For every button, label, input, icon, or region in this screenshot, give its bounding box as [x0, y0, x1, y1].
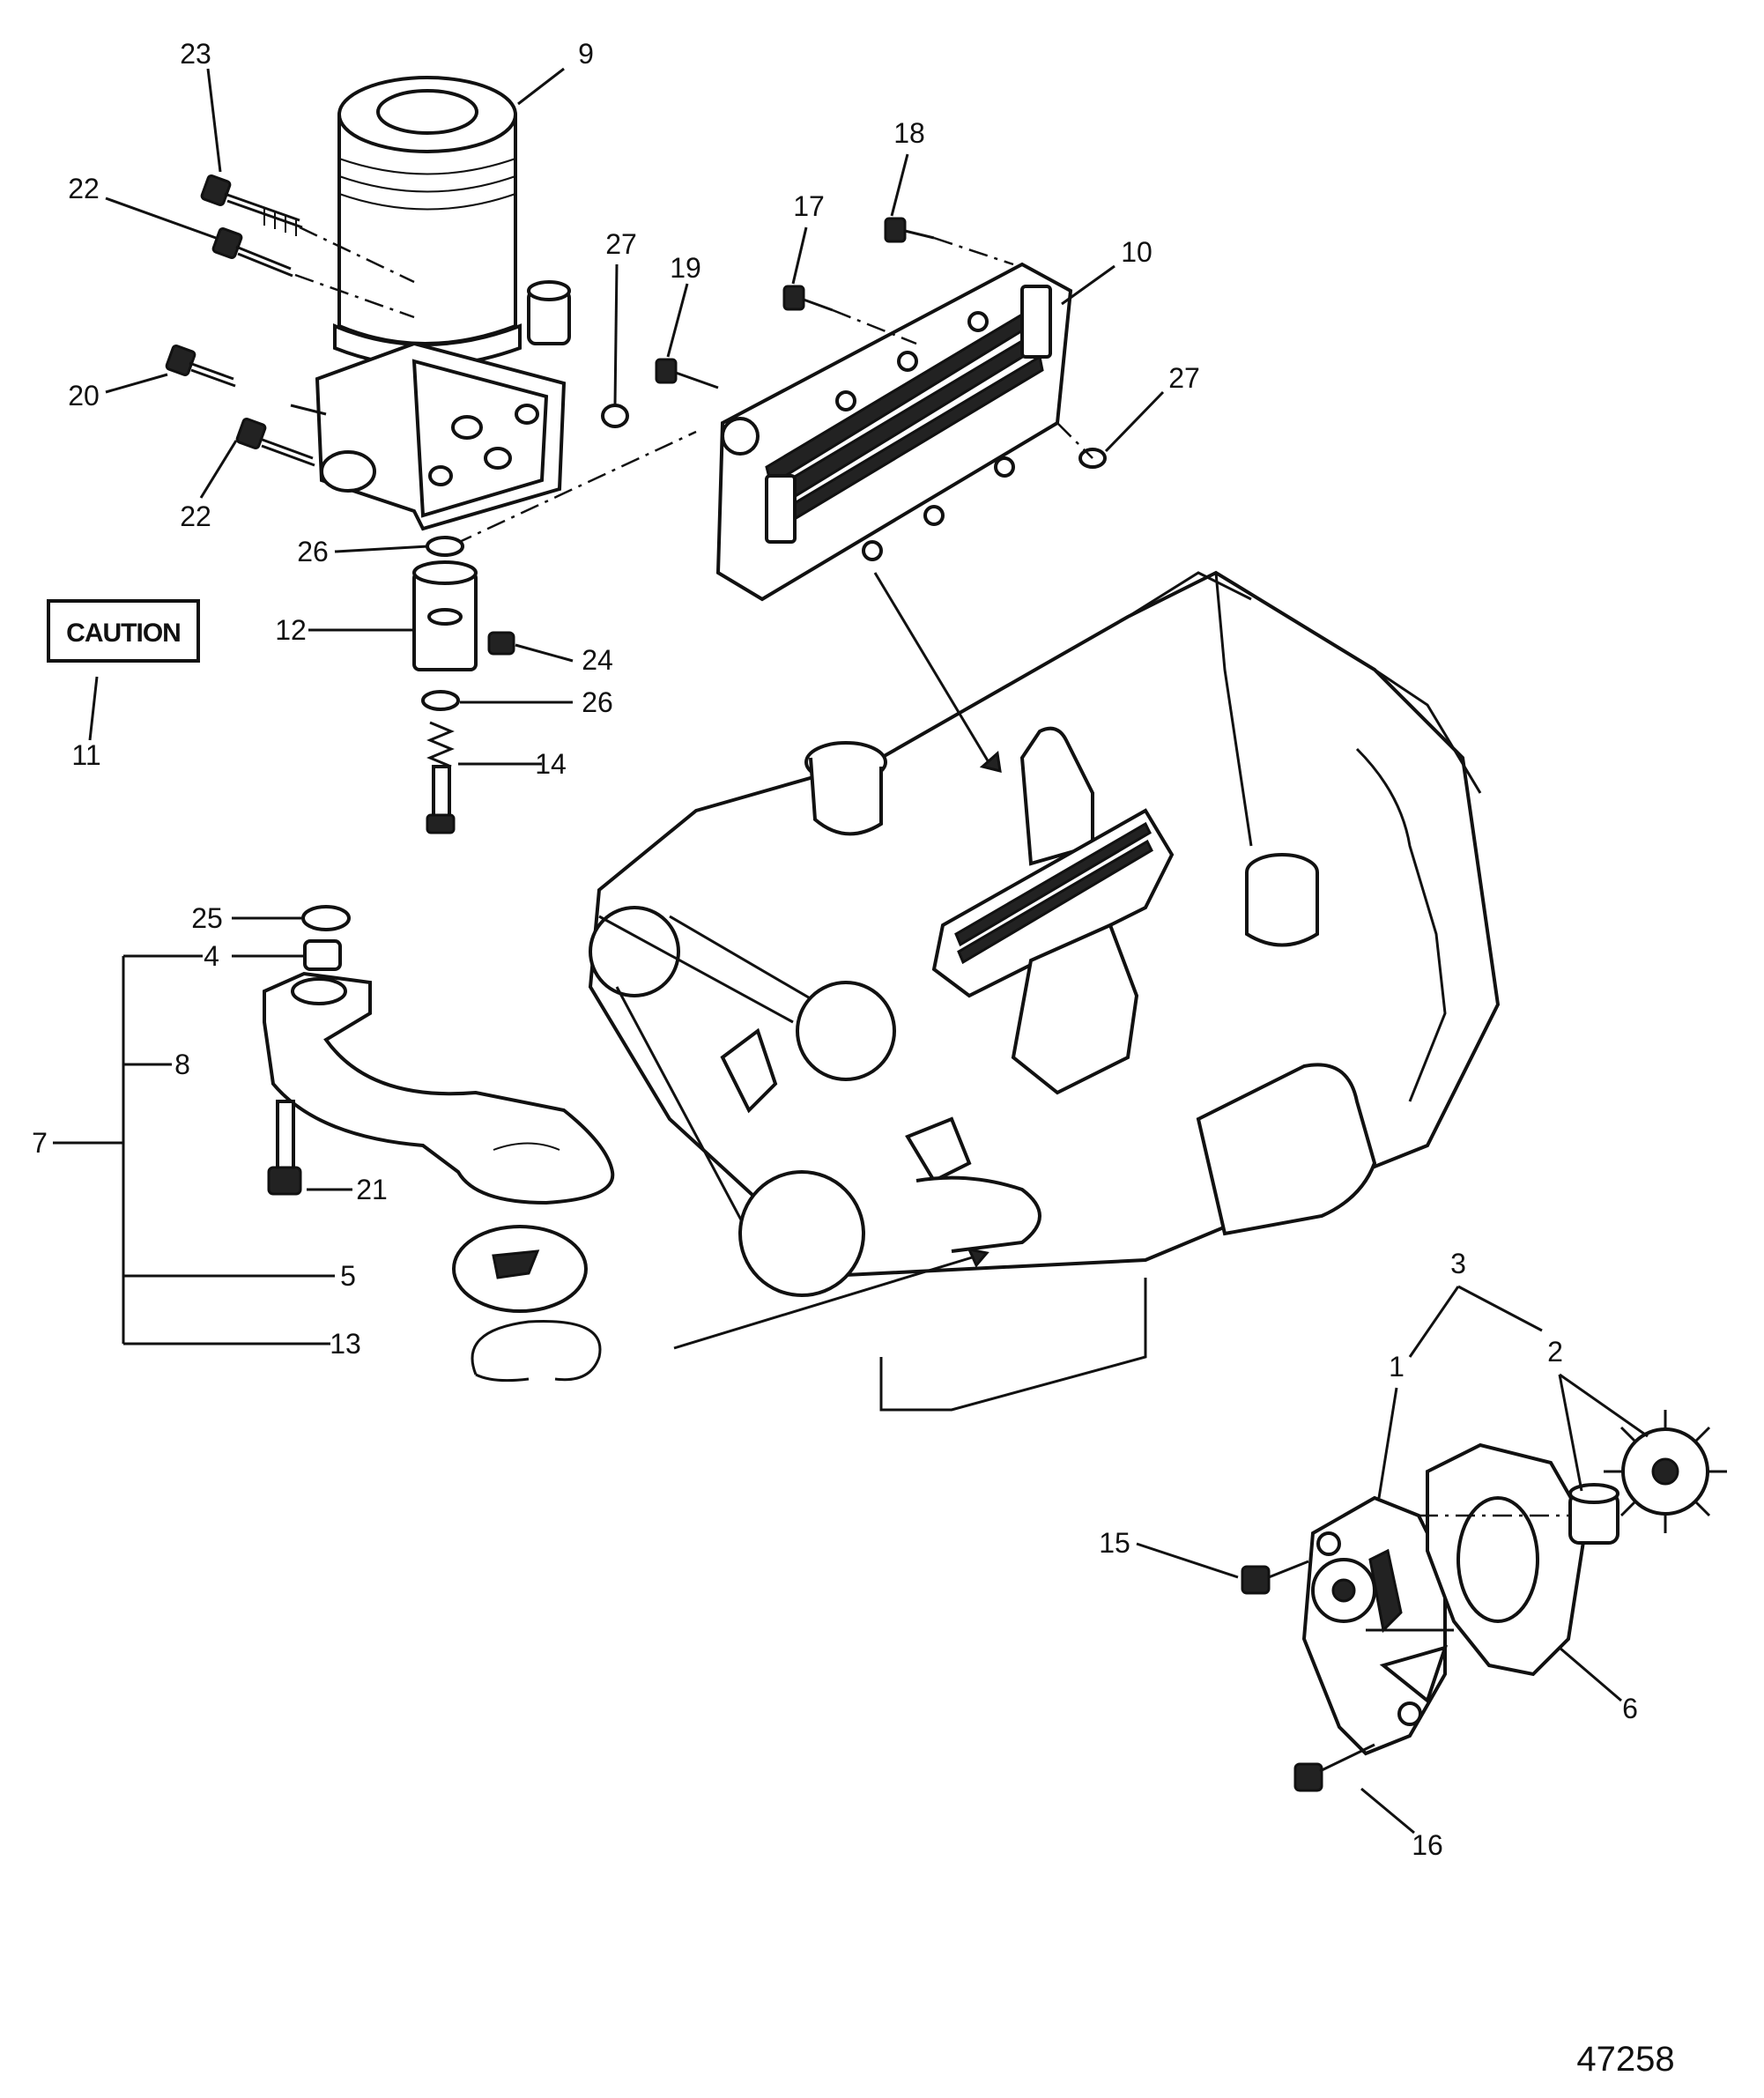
callout-19: 19: [670, 252, 701, 284]
oil-filter-adapter: [290, 280, 571, 531]
callout-22-upper: 22: [68, 173, 100, 204]
callout-17: 17: [793, 190, 825, 222]
retaining-ring-13: [471, 1320, 602, 1383]
callout-11: 11: [71, 739, 100, 771]
callout-9: 9: [578, 38, 594, 70]
callout-7: 7: [32, 1127, 48, 1159]
callout-26-upper: 26: [297, 536, 329, 567]
bolt-19: [655, 358, 719, 389]
engine-block: [588, 570, 1501, 1412]
callout-8: 8: [174, 1049, 190, 1080]
callout-18: 18: [893, 117, 925, 149]
callout-24: 24: [582, 644, 613, 676]
callout-20: 20: [68, 380, 100, 411]
bolt-22-lower: [235, 418, 315, 467]
callout-27-left: 27: [605, 228, 637, 260]
washer-26-upper: [426, 536, 464, 557]
callout-15: 15: [1099, 1527, 1130, 1559]
plug-24: [487, 631, 515, 656]
oil-pump-body: [1301, 1495, 1449, 1756]
caution-decal: CAUTION: [47, 599, 200, 663]
washer-26-lower: [421, 690, 460, 711]
callout-4: 4: [204, 940, 219, 972]
oil-cooler: [715, 262, 1073, 602]
pump-gasket-6: [1426, 1442, 1589, 1677]
bolt-17: [782, 285, 917, 345]
bolt-22-upper: [211, 227, 293, 278]
bolt-20: [165, 345, 236, 388]
callout-21: 21: [356, 1174, 388, 1205]
relief-valve-body: [412, 560, 478, 671]
pump-gear-2-bushing: [1568, 1483, 1619, 1545]
bolt-15: [1241, 1560, 1309, 1595]
callout-3: 3: [1450, 1248, 1466, 1279]
callout-22-lower: 22: [180, 500, 211, 532]
callout-13: 13: [330, 1328, 361, 1360]
callout-14: 14: [535, 748, 567, 780]
callout-26-lower: 26: [582, 686, 613, 718]
figure-number: 47258: [1576, 2040, 1674, 2079]
callout-5: 5: [340, 1260, 356, 1292]
oil-pickup-tube-8: [263, 971, 615, 1205]
bolt-16: [1293, 1743, 1375, 1792]
screen-5: [452, 1225, 588, 1313]
callout-12: 12: [275, 614, 307, 646]
relief-valve-spring-14: [426, 721, 456, 834]
caution-label: CAUTION: [66, 619, 181, 648]
bolt-18: [884, 217, 1014, 266]
callout-25: 25: [191, 902, 223, 934]
callout-27-right: 27: [1168, 362, 1200, 394]
pump-gear-2: [1604, 1410, 1727, 1533]
callout-2: 2: [1547, 1336, 1563, 1368]
bolt-21: [267, 1100, 302, 1196]
callout-1: 1: [1389, 1351, 1405, 1383]
bolt-23: [200, 174, 303, 236]
oil-filter: [333, 76, 522, 367]
callout-6: 6: [1622, 1693, 1638, 1724]
callout-10: 10: [1121, 236, 1153, 268]
callout-16: 16: [1412, 1829, 1443, 1861]
callout-23: 23: [180, 38, 211, 70]
o-ring-25: [301, 905, 351, 931]
washer-27-left: [601, 404, 629, 428]
seal-4: [303, 939, 342, 971]
